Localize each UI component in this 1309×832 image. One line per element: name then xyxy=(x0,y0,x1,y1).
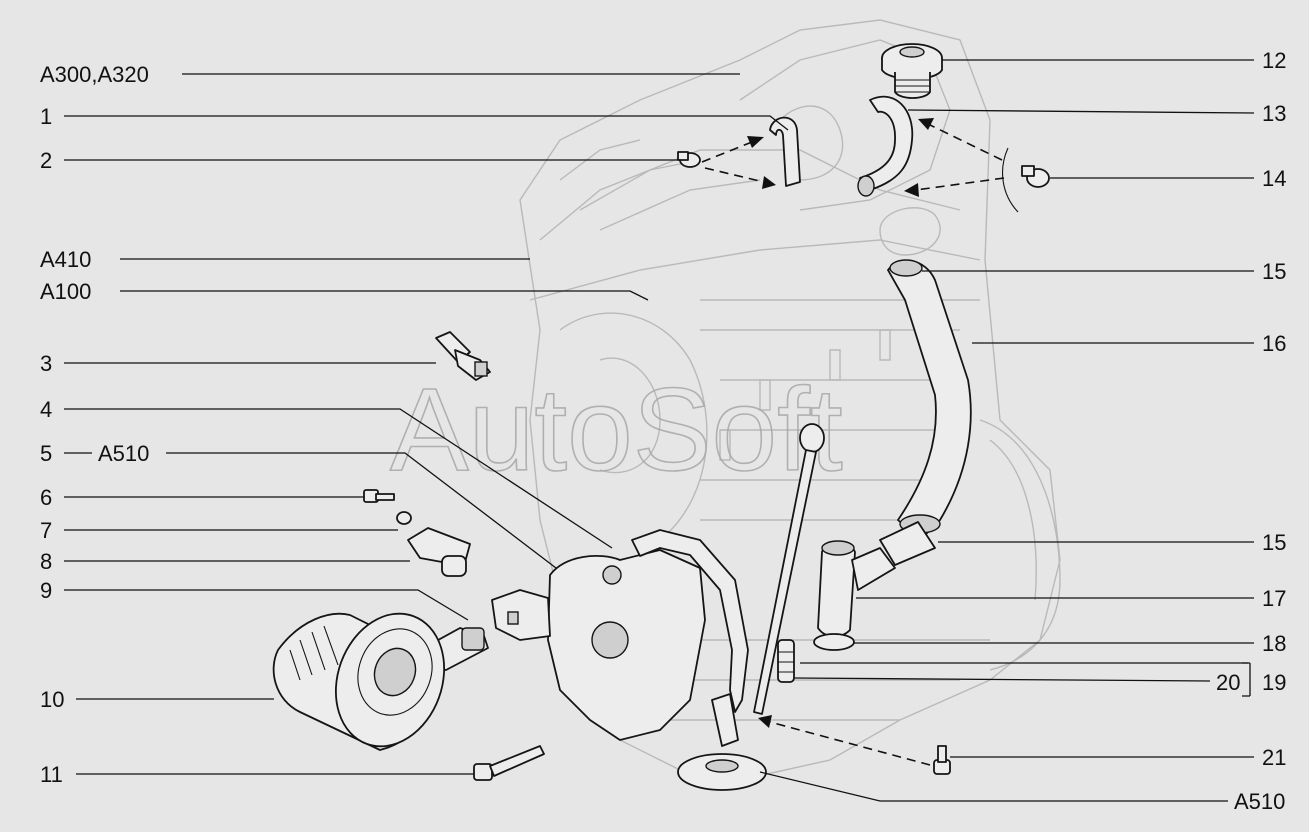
right-callout-labels: 12 13 14 15 16 15 17 18 20 19 21 A510 xyxy=(1216,48,1286,814)
callout-5: 5 xyxy=(40,441,52,466)
dipstick-guide-tube xyxy=(777,639,795,683)
callout-10: 10 xyxy=(40,687,64,712)
callout-A300-A320: A300,A320 xyxy=(40,62,149,87)
callout-7: 7 xyxy=(40,518,52,543)
callout-3: 3 xyxy=(40,351,52,376)
callout-11: 11 xyxy=(40,762,63,787)
callout-8: 8 xyxy=(40,549,52,574)
assembly-arrows xyxy=(701,118,1005,766)
callout-6: 6 xyxy=(40,485,52,510)
sensor-bolt xyxy=(363,489,395,503)
callout-19: 19 xyxy=(1262,670,1286,695)
callout-20: 20 xyxy=(1216,670,1240,695)
breather-hose-upper xyxy=(857,95,914,197)
watermark-text: AutoSoft xyxy=(390,364,843,496)
o-ring-seal xyxy=(813,633,855,651)
oil-filler-cap xyxy=(881,43,943,99)
callout-12: 12 xyxy=(1262,48,1286,73)
callout-15-bottom: 15 xyxy=(1262,530,1286,555)
oil-dipstick xyxy=(753,423,825,715)
oil-level-sensor xyxy=(407,527,471,577)
oil-pressure-sensor xyxy=(435,331,491,381)
callout-2: 2 xyxy=(40,148,52,173)
oil-filter xyxy=(272,612,446,751)
callout-4: 4 xyxy=(40,397,52,422)
small-vacuum-hose xyxy=(769,116,801,187)
oil-pump-gasket xyxy=(631,529,749,713)
breather-hose-large xyxy=(879,259,972,566)
oil-filler-tube xyxy=(817,540,896,638)
callout-21: 21 xyxy=(1262,745,1286,770)
sealing-washer xyxy=(396,511,412,525)
callout-A510-right: A510 xyxy=(1234,789,1285,814)
callout-A100: A100 xyxy=(40,279,91,304)
small-hose-clamp xyxy=(677,151,701,168)
callout-14: 14 xyxy=(1262,166,1286,191)
oil-pickup-strainer xyxy=(677,693,767,791)
callout-A410: A410 xyxy=(40,247,91,272)
callout-9: 9 xyxy=(40,578,52,603)
leader-lines xyxy=(64,59,1255,802)
oil-pump-housing xyxy=(491,549,706,741)
callout-15-top: 15 xyxy=(1262,259,1286,284)
callout-16: 16 xyxy=(1262,331,1286,356)
callout-13: 13 xyxy=(1262,101,1286,126)
mounting-bolt-long xyxy=(473,745,545,781)
callout-17: 17 xyxy=(1262,586,1286,611)
callout-18: 18 xyxy=(1262,631,1286,656)
pickup-bolt xyxy=(933,745,951,775)
hose-clamp-right xyxy=(1002,147,1050,213)
callout-A510-left: A510 xyxy=(98,441,149,466)
left-callout-labels: A300,A320 1 2 A410 A100 3 4 5 A510 6 7 8… xyxy=(40,62,149,787)
callout-1: 1 xyxy=(40,104,52,129)
